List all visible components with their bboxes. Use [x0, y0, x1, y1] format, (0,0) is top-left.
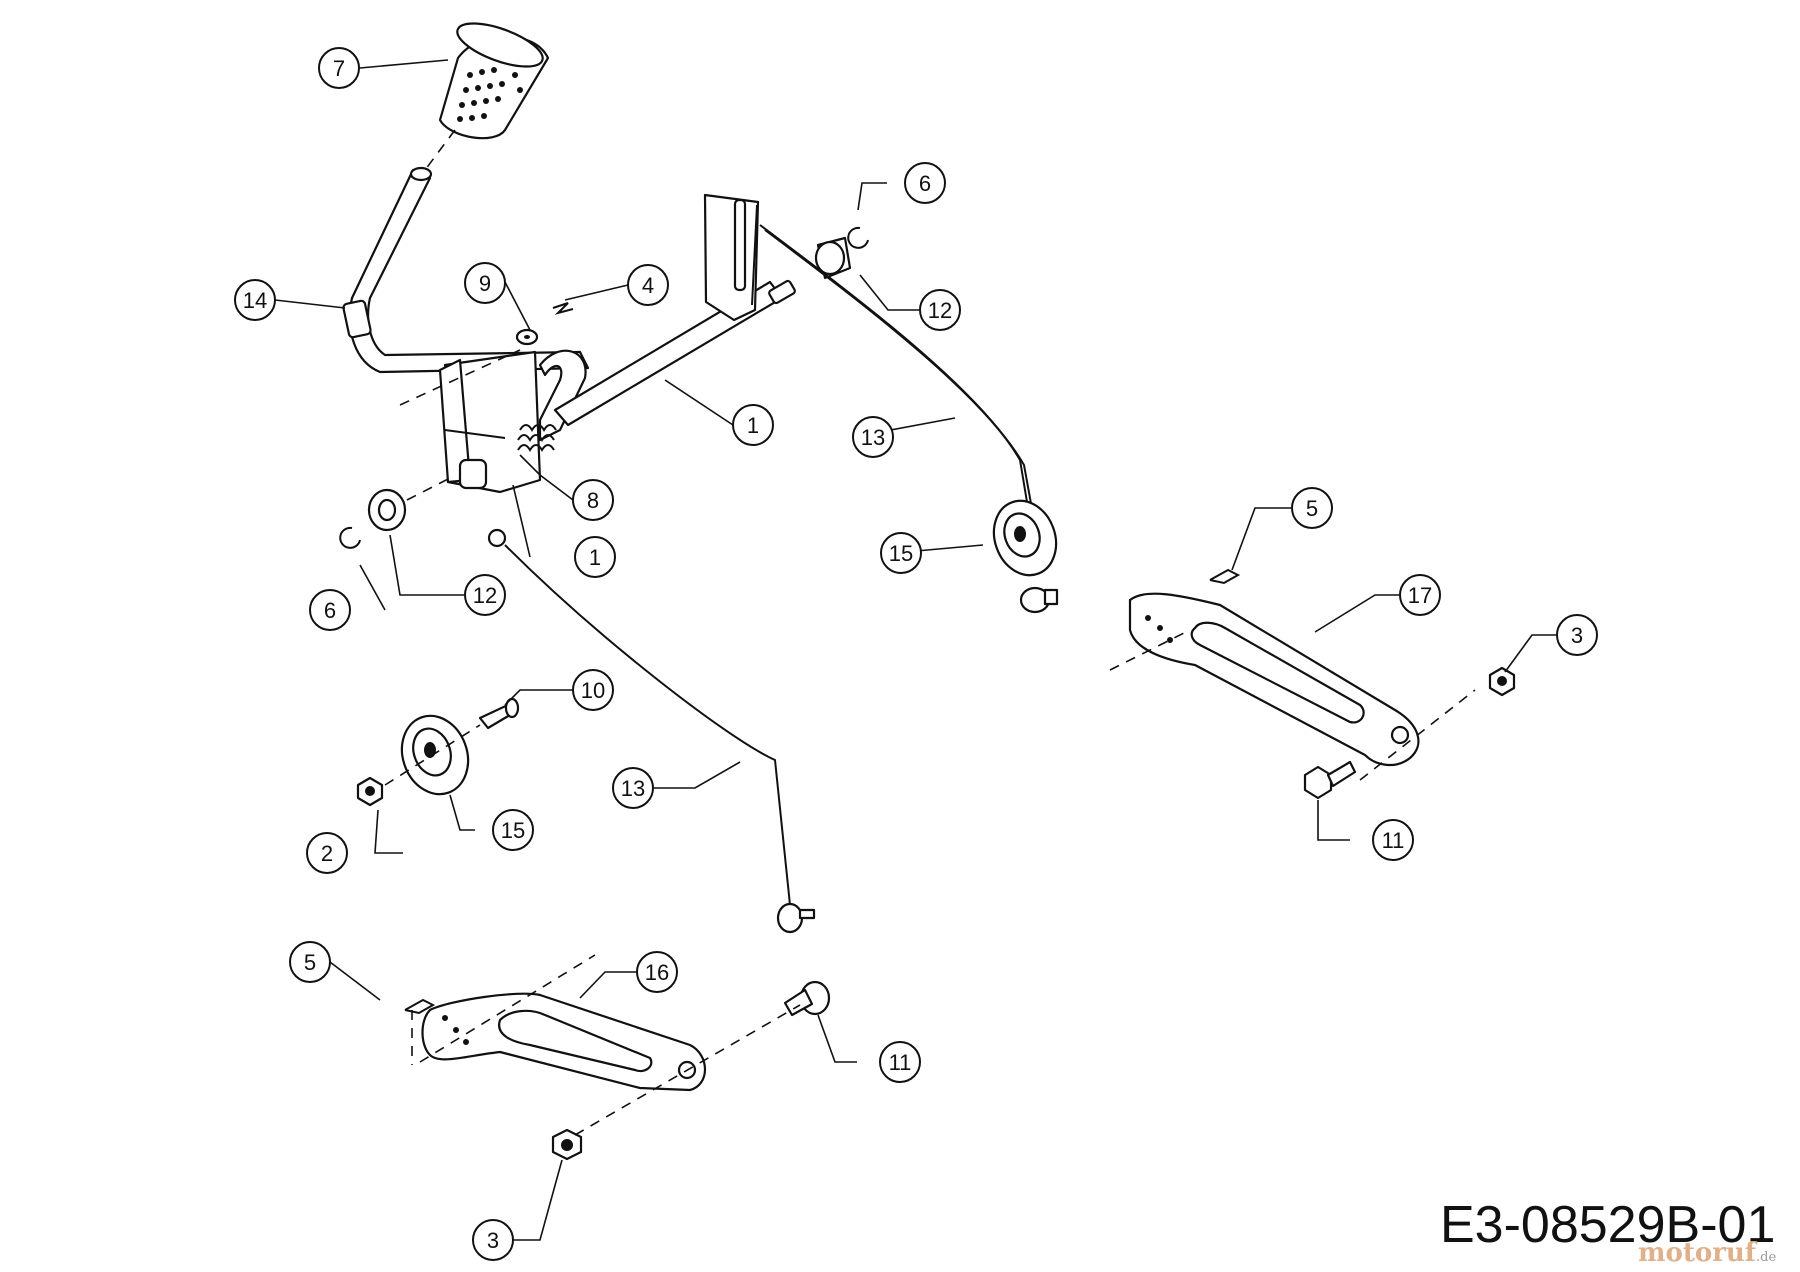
callout-13-right: 13	[852, 416, 894, 458]
svg-text:11: 11	[1382, 828, 1405, 853]
callout-1-bracket: 1	[574, 536, 616, 578]
part-5-hairpin-left	[404, 998, 436, 1015]
svg-text:15: 15	[889, 541, 913, 566]
callout-11-right: 11	[1372, 819, 1414, 861]
part-12-bushing-left	[367, 488, 407, 532]
callout-6-left: 6	[309, 589, 351, 631]
callout-10: 10	[572, 669, 614, 711]
drawing-code: E3-08529B-01	[1440, 1196, 1776, 1254]
svg-text:1: 1	[589, 545, 601, 570]
part-13-cable-left	[487, 528, 816, 934]
part-15-pulley-right	[992, 499, 1059, 614]
part-9-washer	[515, 328, 539, 346]
part-14-lever	[342, 166, 590, 374]
svg-text:4: 4	[642, 273, 654, 298]
callout-12-left: 12	[464, 574, 506, 616]
callout-11-bottom: 11	[879, 1041, 921, 1083]
svg-text:16: 16	[645, 960, 669, 985]
svg-text:17: 17	[1408, 583, 1432, 608]
svg-text:5: 5	[1306, 496, 1318, 521]
callout-3-right: 3	[1556, 614, 1598, 656]
callout-17: 17	[1399, 574, 1441, 616]
part-17-lift-arm	[1128, 592, 1420, 767]
callout-5-left: 5	[289, 941, 331, 983]
callout-8: 8	[572, 479, 614, 521]
callout-9: 9	[464, 262, 506, 304]
part-6-eclip-left	[339, 526, 361, 549]
callout-16: 16	[636, 951, 678, 993]
svg-text:12: 12	[473, 583, 497, 608]
part-3-nut-right	[1488, 666, 1516, 697]
part-12-bushing-right	[814, 236, 852, 280]
svg-text:15: 15	[501, 818, 525, 843]
part-4-clip	[552, 302, 574, 315]
svg-text:11: 11	[889, 1050, 912, 1075]
callout-13-left: 13	[612, 767, 654, 809]
callout-1-shaft: 1	[732, 404, 774, 446]
callout-7: 7	[318, 47, 360, 89]
part-15-pulley-left	[400, 714, 470, 796]
svg-text:13: 13	[861, 425, 885, 450]
svg-text:3: 3	[487, 1228, 499, 1253]
svg-text:12: 12	[928, 298, 952, 323]
part-5-hairpin-right	[1209, 568, 1241, 585]
callout-3-bottom: 3	[472, 1219, 514, 1261]
svg-text:9: 9	[479, 271, 491, 296]
svg-text:2: 2	[321, 841, 333, 866]
callout-6-right: 6	[904, 162, 946, 204]
callout-15-right: 15	[880, 532, 922, 574]
part-1-lift-bracket	[438, 349, 587, 494]
svg-text:14: 14	[243, 288, 267, 313]
part-6-eclip-right	[847, 226, 869, 249]
part-10-shoulder-bolt	[478, 697, 520, 730]
svg-text:7: 7	[333, 56, 345, 81]
svg-text:10: 10	[581, 678, 605, 703]
svg-text:8: 8	[587, 488, 599, 513]
svg-text:1: 1	[747, 413, 759, 438]
svg-text:13: 13	[621, 776, 645, 801]
part-3-nut-bottom	[551, 1128, 583, 1161]
callout-5-right: 5	[1291, 487, 1333, 529]
callout-12-right: 12	[919, 289, 961, 331]
watermark-logo: motoruf.de	[1638, 1238, 1776, 1272]
watermark-text: motoruf	[1638, 1238, 1756, 1268]
callout-2: 2	[306, 832, 348, 874]
part-13-cable-right	[759, 224, 1035, 521]
part-7-handle-grip	[438, 22, 550, 140]
svg-text:3: 3	[1571, 623, 1583, 648]
part-8-spring	[517, 424, 557, 452]
part-2-nut	[356, 776, 384, 807]
svg-text:5: 5	[304, 950, 316, 975]
callout-14: 14	[234, 279, 276, 321]
part-11-bolt-right	[1303, 760, 1357, 800]
part-16-lift-arm	[421, 992, 706, 1092]
callout-15-left: 15	[492, 809, 534, 851]
svg-text:6: 6	[919, 171, 931, 196]
svg-text:6: 6	[324, 598, 336, 623]
part-1-cross-shaft	[553, 193, 796, 427]
watermark-tld: .de	[1756, 1250, 1777, 1265]
part-11-bolt-bottom	[783, 980, 831, 1017]
callout-4: 4	[627, 264, 669, 306]
